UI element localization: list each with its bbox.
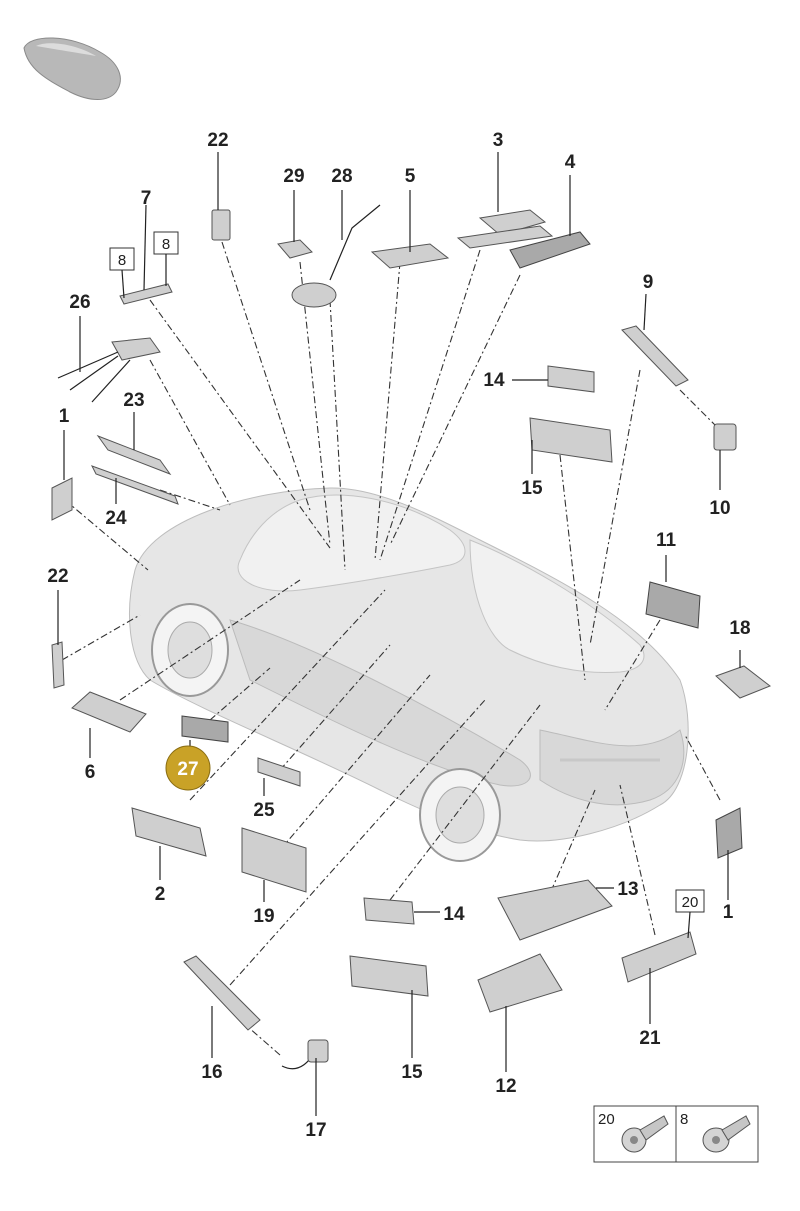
boxed-8-left: 8 bbox=[118, 252, 126, 269]
highlight-27-label: 27 bbox=[177, 759, 198, 780]
callout-14-lower: 14 bbox=[443, 904, 465, 925]
callout-1-left: 1 bbox=[59, 406, 70, 427]
callout-23: 23 bbox=[123, 390, 144, 411]
callout-21: 21 bbox=[639, 1028, 661, 1049]
callout-15-upper: 15 bbox=[521, 478, 543, 499]
callout-9: 9 bbox=[643, 272, 654, 293]
callout-24: 24 bbox=[105, 508, 127, 529]
callout-13: 13 bbox=[617, 879, 638, 900]
highlight-27-circle bbox=[165, 745, 211, 791]
fastener-legend: 20 8 bbox=[593, 1105, 759, 1163]
boxed-20: 20 bbox=[682, 894, 699, 911]
callout-15-lower: 15 bbox=[401, 1062, 423, 1083]
callout-6: 6 bbox=[85, 762, 96, 783]
callout-22-top: 22 bbox=[207, 130, 228, 151]
vehicle-body bbox=[129, 487, 689, 862]
callout-7: 7 bbox=[141, 188, 152, 209]
callout-11: 11 bbox=[656, 530, 677, 551]
legend-label-20: 20 bbox=[598, 1111, 615, 1128]
callout-25: 25 bbox=[253, 800, 275, 821]
car-model-icon bbox=[23, 37, 121, 100]
legend-label-8: 8 bbox=[680, 1111, 688, 1128]
callout-12: 12 bbox=[495, 1076, 516, 1097]
callout-labels: 22 29 28 5 3 4 7 26 1 23 24 22 6 2 25 19… bbox=[47, 130, 750, 1141]
callout-2: 2 bbox=[155, 884, 166, 905]
callout-22-left: 22 bbox=[47, 566, 68, 587]
parts bbox=[51, 204, 772, 1070]
callout-3: 3 bbox=[493, 130, 504, 151]
boxed-8-right: 8 bbox=[162, 236, 170, 253]
bolt-20-icon bbox=[621, 1115, 669, 1153]
callout-28: 28 bbox=[331, 166, 352, 187]
callout-5: 5 bbox=[405, 166, 416, 187]
callout-18: 18 bbox=[729, 618, 750, 639]
leader-lines bbox=[57, 152, 741, 1116]
dashed-leaders bbox=[61, 241, 721, 1056]
callout-19: 19 bbox=[253, 906, 274, 927]
callout-14-upper: 14 bbox=[483, 370, 505, 391]
callout-26: 26 bbox=[69, 292, 90, 313]
callout-29: 29 bbox=[283, 166, 304, 187]
callout-17: 17 bbox=[305, 1120, 326, 1141]
callout-4: 4 bbox=[565, 152, 576, 173]
callout-10: 10 bbox=[709, 498, 730, 519]
bolt-8-icon bbox=[702, 1115, 751, 1153]
callout-1-right: 1 bbox=[723, 902, 734, 923]
highlight-27-badge[interactable]: 27 bbox=[165, 745, 211, 791]
callout-16: 16 bbox=[201, 1062, 222, 1083]
boxed-labels: 8 8 20 bbox=[109, 231, 705, 939]
